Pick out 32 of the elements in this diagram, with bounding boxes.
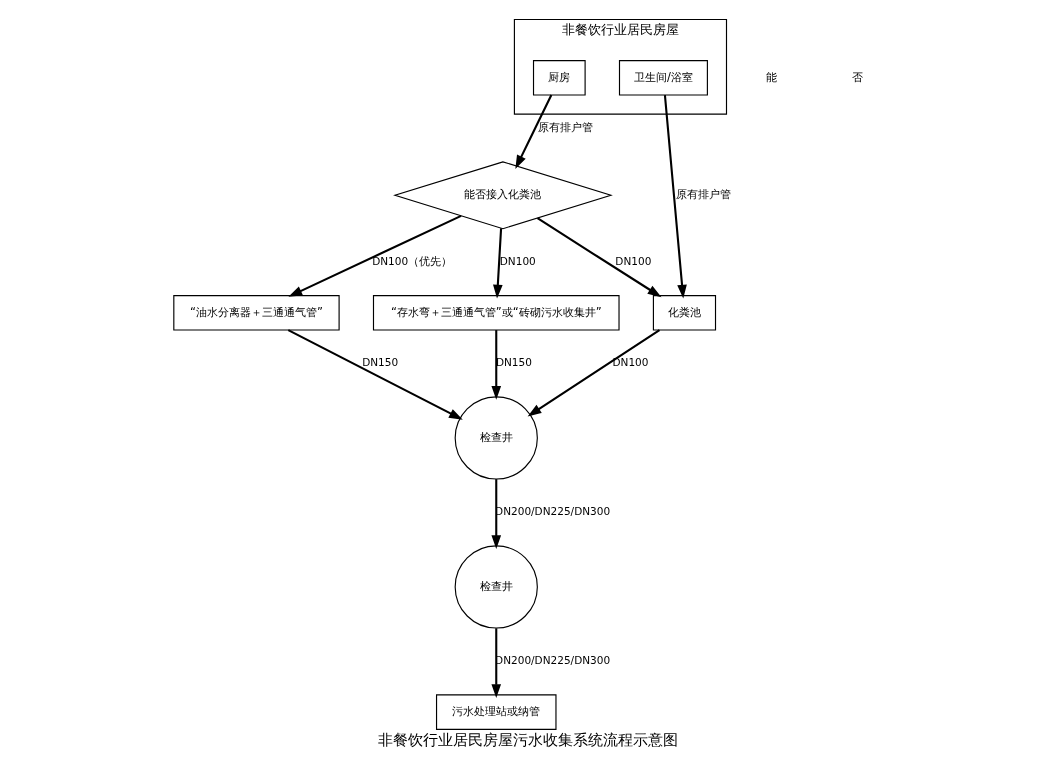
edge-label: DN200/DN225/DN300 — [494, 654, 610, 667]
edge-label: DN150 — [495, 356, 532, 369]
label: 否 — [851, 69, 863, 84]
edge-label: DN150 — [361, 356, 398, 369]
edge-label: DN200/DN225/DN300 — [494, 505, 610, 518]
node-circle: 检查井 — [454, 545, 538, 629]
arrow — [536, 217, 661, 298]
edge-label: DN100 — [611, 356, 648, 369]
node-box: “油水分离器＋三通通气管” — [172, 295, 340, 331]
node-box: “存水弯＋三通通气管”或“砖砌污水收集井” — [372, 295, 620, 331]
edge-label: 原有排户管 — [675, 187, 731, 200]
edge-label: 原有排户管 — [537, 121, 593, 134]
node-circle: 检查井 — [454, 396, 538, 480]
arrow — [490, 628, 501, 698]
arrow — [287, 329, 463, 420]
arrow — [492, 228, 503, 299]
node-diamond: 能否接入化粪池 — [392, 161, 613, 230]
arrow — [490, 479, 501, 550]
arrow — [527, 329, 660, 417]
arrow — [287, 214, 462, 297]
arrow — [490, 330, 501, 400]
node-box: 厨房 — [532, 60, 586, 96]
node-box: 污水处理站或纳管 — [435, 694, 557, 730]
caption: 非餐饮行业居民房屋污水收集系统流程示意图 — [378, 731, 678, 750]
node-box: 化粪池 — [652, 295, 716, 331]
edge-label: DN100 — [614, 254, 651, 267]
label: 能 — [765, 69, 777, 84]
arrow — [514, 94, 552, 169]
edge-label: DN100 — [499, 254, 536, 267]
node-box: 卫生间/浴室 — [618, 60, 708, 96]
edge-label: DN100（优先） — [371, 254, 452, 267]
arrow — [663, 95, 687, 299]
